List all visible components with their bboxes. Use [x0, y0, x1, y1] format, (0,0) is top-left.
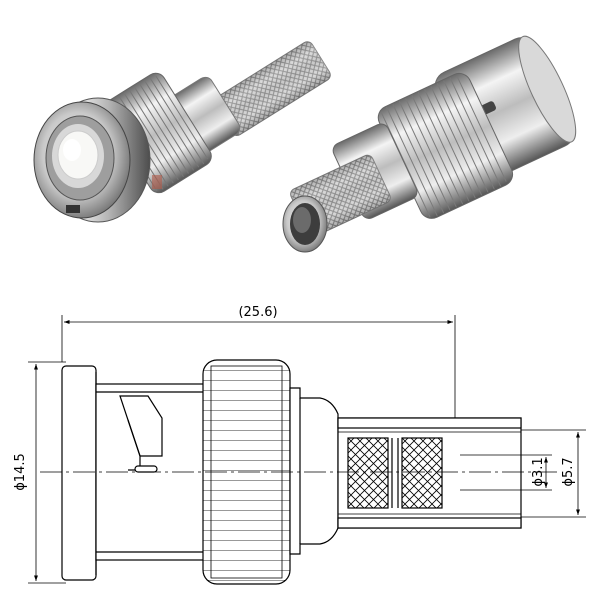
body-diameter-label: ϕ14.5	[13, 453, 28, 491]
outer-diameter-label: ϕ5.7	[561, 457, 576, 486]
bnc-connector-rear-photo	[282, 35, 577, 253]
technical-drawing	[28, 315, 586, 585]
contact-section-left	[347, 437, 389, 509]
inner-diameter-label: ϕ3.1	[531, 457, 546, 486]
bnc-connector-front-photo	[33, 41, 331, 223]
contact-section-right	[401, 437, 443, 509]
overall-length-label: (25.6)	[238, 305, 277, 320]
bayonet-sleeve-outline	[61, 365, 97, 581]
